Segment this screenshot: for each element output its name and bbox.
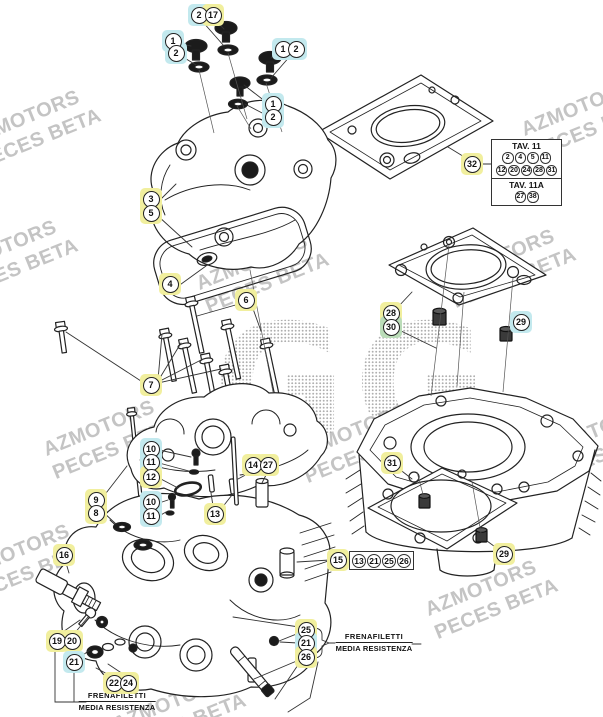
callout-15[interactable]: 15 bbox=[329, 551, 347, 569]
base-gasket-31 bbox=[367, 467, 518, 550]
tav-title: TAV. 11A bbox=[509, 180, 544, 190]
callout-25[interactable]: 25 bbox=[297, 621, 315, 639]
small-hardware bbox=[78, 607, 138, 659]
group-ref-13[interactable]: 13 bbox=[352, 553, 366, 568]
callout-20[interactable]: 20 bbox=[63, 632, 81, 650]
stud-14 bbox=[230, 436, 239, 506]
callout-2[interactable]: 2 bbox=[287, 40, 305, 58]
callout-8[interactable]: 8 bbox=[87, 504, 105, 522]
valve-caps bbox=[184, 20, 282, 110]
tav-title: TAV. 11 bbox=[512, 141, 541, 151]
callout-4[interactable]: 4 bbox=[161, 275, 179, 293]
dowel-29 bbox=[499, 325, 513, 342]
callout-6[interactable]: 6 bbox=[237, 291, 255, 309]
group-ref-21[interactable]: 21 bbox=[367, 553, 381, 568]
temp-sensor-16 bbox=[35, 568, 102, 612]
note-frenafiletti-right: FRENAFILETTI MEDIA RESISTENZA bbox=[335, 632, 413, 653]
o-ring-12 bbox=[173, 481, 203, 497]
tav-ref-24[interactable]: 24 bbox=[520, 164, 533, 176]
callout-31[interactable]: 31 bbox=[383, 454, 401, 472]
valve-seals bbox=[165, 448, 201, 516]
head-gasket-32 bbox=[317, 74, 494, 180]
valve-cover bbox=[148, 99, 337, 270]
callout-26[interactable]: 26 bbox=[297, 648, 315, 666]
callout-7[interactable]: 7 bbox=[142, 376, 160, 394]
note-frenafiletti-left: FRENAFILETTI MEDIA RESISTENZA bbox=[78, 691, 156, 712]
tav-ref-31[interactable]: 31 bbox=[545, 164, 558, 176]
callout-12[interactable]: 12 bbox=[142, 468, 160, 486]
plug-dot bbox=[268, 635, 280, 647]
note-line2: MEDIA RESISTENZA bbox=[78, 703, 156, 712]
callout-11[interactable]: 11 bbox=[142, 507, 160, 525]
stud-26 bbox=[229, 646, 275, 698]
callout-21[interactable]: 21 bbox=[65, 653, 83, 671]
note-line1: FRENAFILETTI bbox=[335, 632, 413, 643]
tav-ref-4[interactable]: 4 bbox=[514, 152, 526, 164]
callout-2[interactable]: 2 bbox=[167, 44, 185, 62]
callout-5[interactable]: 5 bbox=[142, 204, 160, 222]
callout-27[interactable]: 27 bbox=[259, 456, 277, 474]
callout-2[interactable]: 2 bbox=[264, 108, 282, 126]
callout-16[interactable]: 16 bbox=[55, 546, 73, 564]
callout-13[interactable]: 13 bbox=[206, 505, 224, 523]
sleeve-27 bbox=[255, 477, 269, 508]
tav-ref-12[interactable]: 12 bbox=[495, 164, 508, 176]
cylinder-head bbox=[53, 492, 336, 698]
tav-ref-5[interactable]: 5 bbox=[527, 152, 539, 164]
bushing-15 bbox=[279, 547, 295, 579]
callout-11[interactable]: 11 bbox=[142, 453, 160, 471]
cylinder bbox=[345, 387, 602, 577]
callout-30[interactable]: 30 bbox=[382, 318, 400, 336]
cylinder-gasket-28 bbox=[388, 227, 547, 306]
assembly-lines bbox=[198, 52, 514, 534]
callout-29[interactable]: 29 bbox=[495, 545, 513, 563]
note-line2: MEDIA RESISTENZA bbox=[335, 644, 413, 653]
note-line1: FRENAFILETTI bbox=[78, 691, 156, 702]
dowel-30 bbox=[432, 307, 447, 326]
callout-14[interactable]: 14 bbox=[244, 456, 262, 474]
tav-ref-2[interactable]: 2 bbox=[502, 152, 514, 164]
group-ref-26[interactable]: 26 bbox=[397, 553, 411, 568]
group-ref-25[interactable]: 25 bbox=[382, 553, 396, 568]
callout-17[interactable]: 17 bbox=[204, 6, 222, 24]
callout-32[interactable]: 32 bbox=[463, 155, 481, 173]
tav-ref-28[interactable]: 28 bbox=[533, 164, 545, 176]
callout-9[interactable]: 9 bbox=[87, 491, 105, 509]
tav-ref-27[interactable]: 27 bbox=[514, 191, 526, 203]
callout-24[interactable]: 24 bbox=[119, 674, 137, 692]
callout-29[interactable]: 29 bbox=[512, 313, 530, 331]
tav-ref-11[interactable]: 11 bbox=[539, 152, 551, 164]
tav-ref-20[interactable]: 20 bbox=[508, 164, 520, 176]
callout-19[interactable]: 19 bbox=[48, 632, 66, 650]
tav-ref-38[interactable]: 38 bbox=[527, 191, 539, 203]
